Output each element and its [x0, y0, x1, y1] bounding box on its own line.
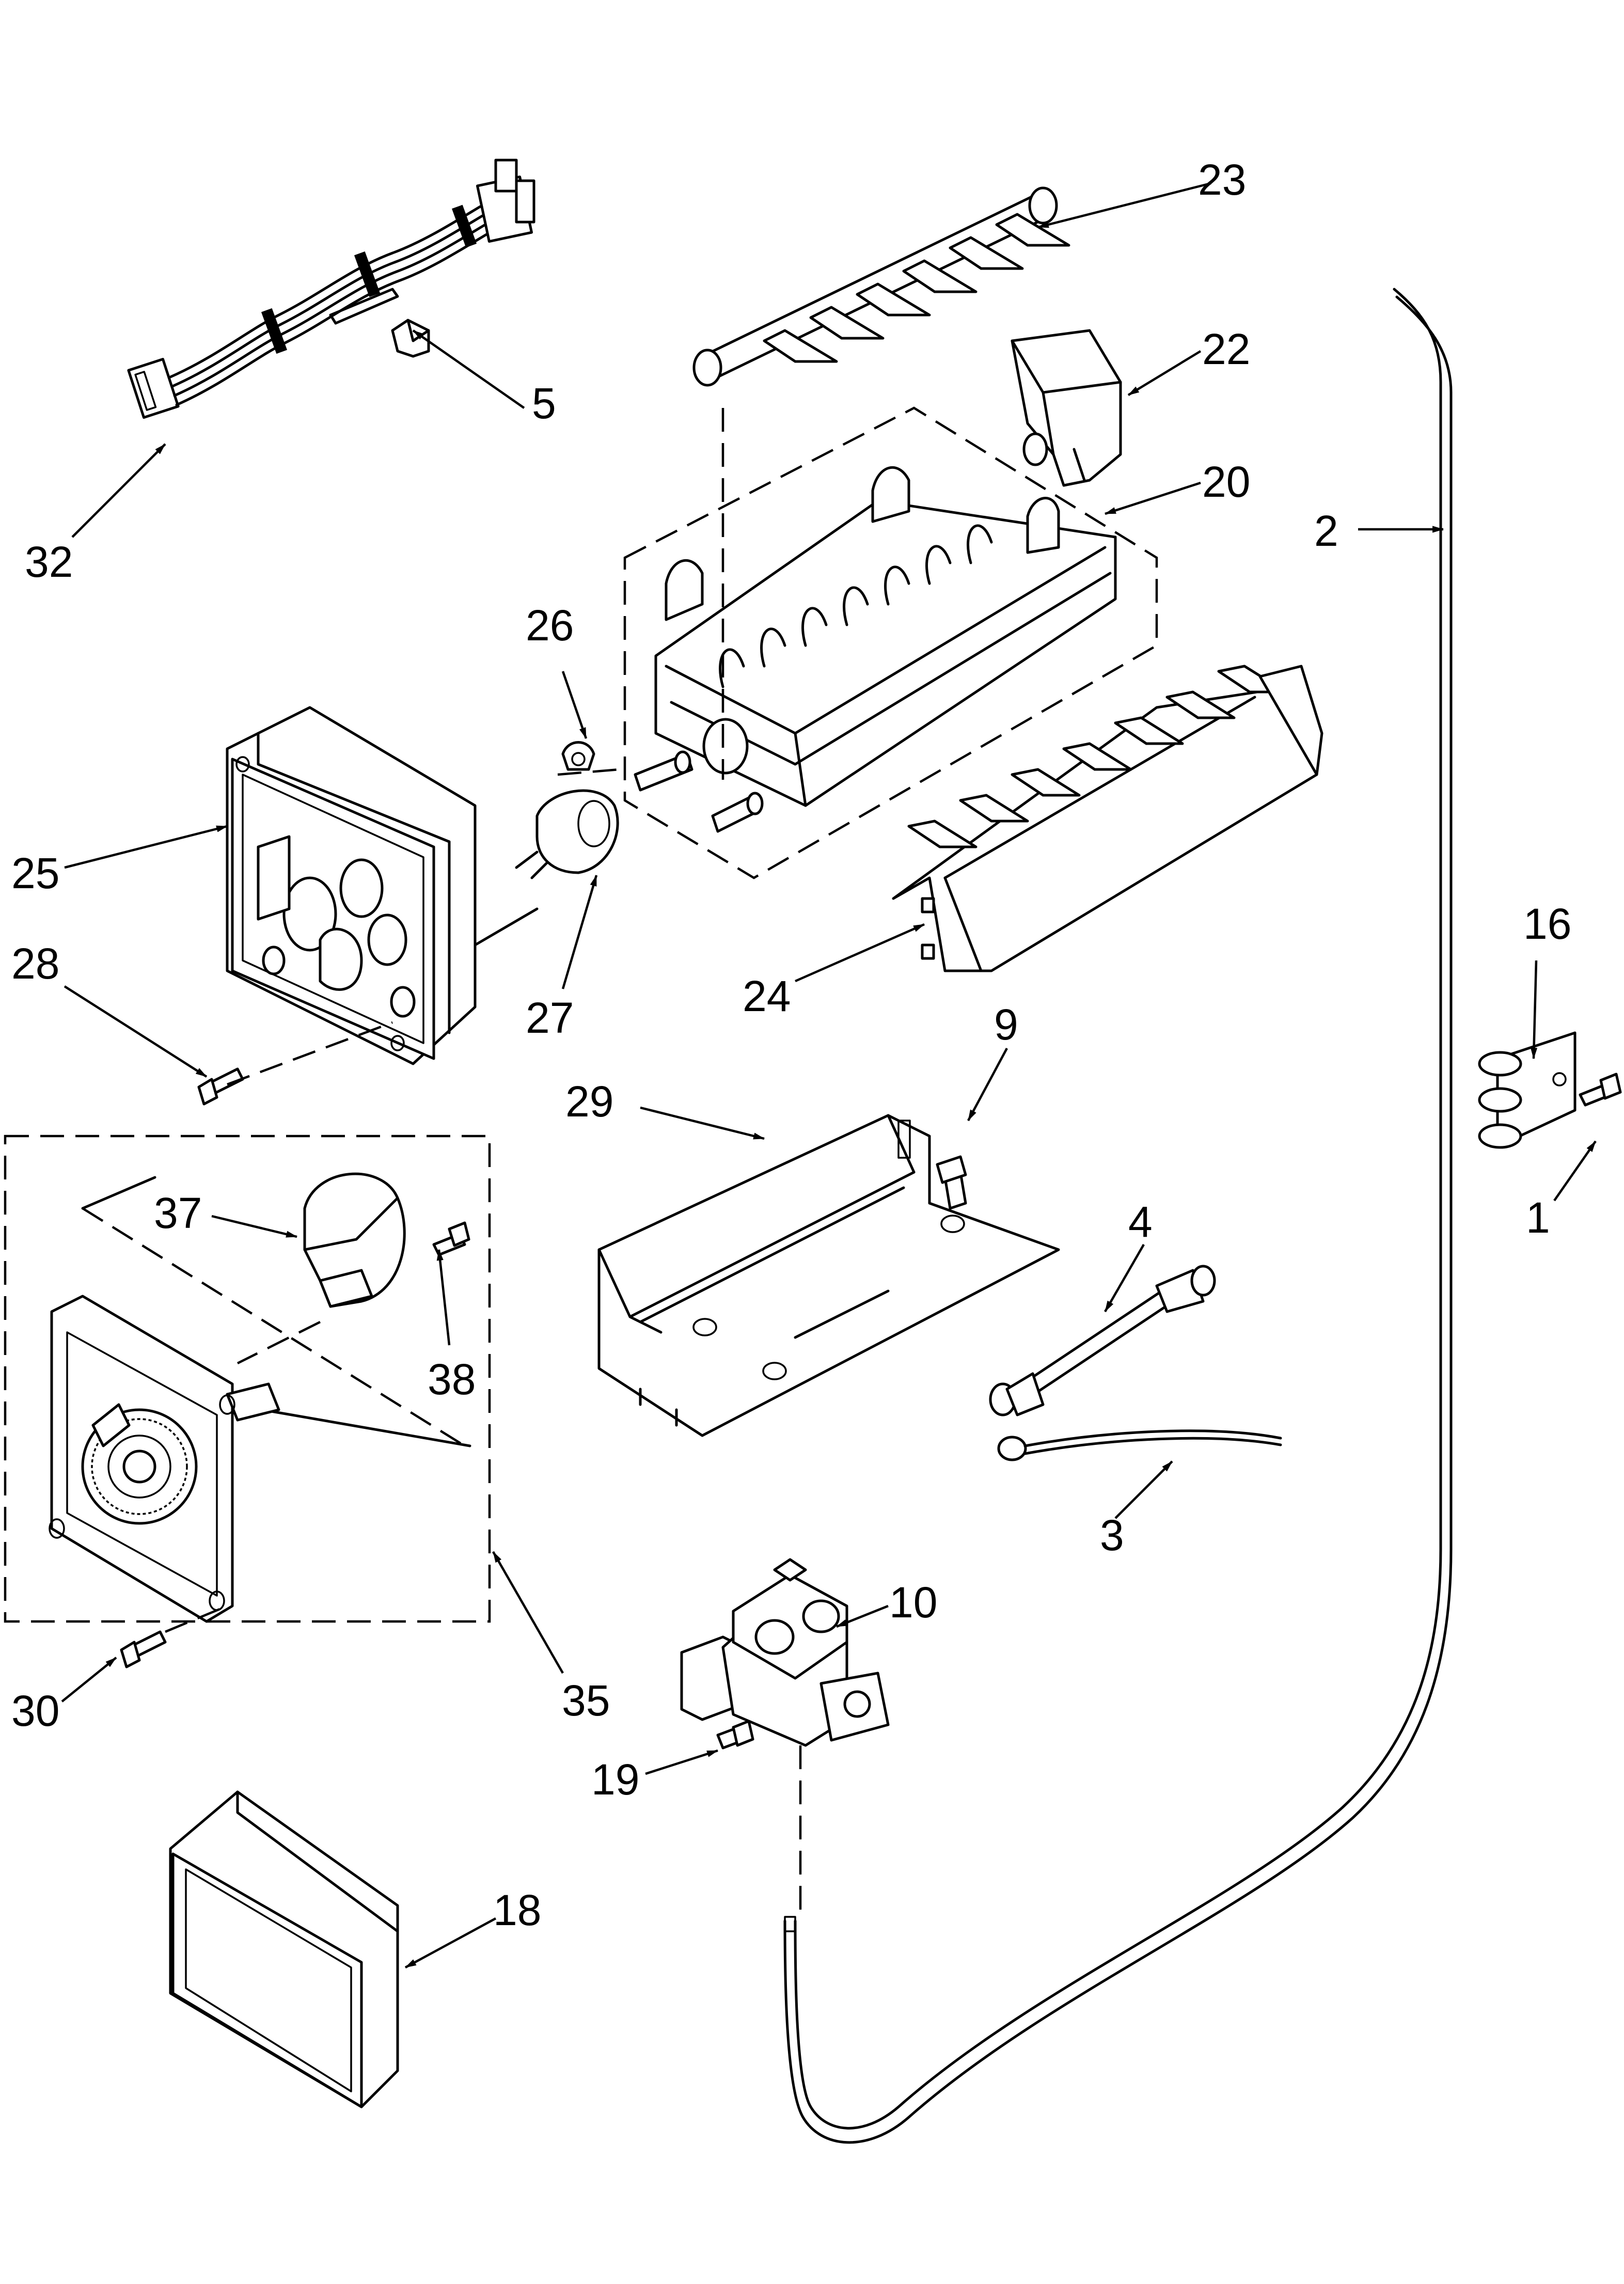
callout-10: 10	[889, 1578, 937, 1627]
screw-part-30	[120, 1630, 167, 1668]
callout-9: 9	[994, 1000, 1018, 1049]
callout-4: 4	[1128, 1198, 1153, 1246]
callout-24: 24	[743, 972, 791, 1020]
callout-28: 28	[11, 939, 59, 988]
callout-19: 19	[591, 1755, 639, 1804]
motor-part-37	[303, 1172, 406, 1308]
callout-29: 29	[565, 1077, 613, 1126]
water-valve-part-10	[680, 1558, 890, 1747]
coupler-part-27	[515, 789, 619, 879]
tube-part-4	[989, 1265, 1216, 1416]
callout-1: 1	[1526, 1193, 1550, 1242]
pad-part-18	[169, 1790, 399, 2108]
callout-32: 32	[25, 538, 73, 586]
callout-5: 5	[532, 379, 556, 428]
fill-cup-part-22	[1011, 329, 1122, 487]
construction-lines	[165, 408, 802, 1911]
callout-25: 25	[11, 849, 59, 897]
callout-3: 3	[1100, 1511, 1124, 1560]
callout-16: 16	[1523, 900, 1571, 948]
fill-tube-part-2	[783, 288, 1453, 2144]
callout-2: 2	[1314, 507, 1338, 555]
screw-part-1	[1579, 1073, 1622, 1107]
callout-30: 30	[11, 1687, 59, 1735]
screw-part-28	[197, 1067, 244, 1106]
shield-part-29	[597, 1114, 1060, 1437]
mold-assembly-part-20	[623, 406, 1158, 879]
bracket-part-16	[1478, 1031, 1576, 1149]
callout-35: 35	[562, 1676, 610, 1725]
callout-23: 23	[1198, 155, 1246, 204]
callout-20: 20	[1202, 458, 1250, 506]
retainer-part-26	[561, 741, 595, 771]
callout-leaders	[61, 182, 1597, 1968]
callout-27: 27	[526, 994, 574, 1042]
wire-harness-part-32	[127, 159, 535, 419]
callout-26: 26	[526, 601, 574, 650]
stripper-part-24	[892, 665, 1323, 972]
tubing-part-3	[997, 1429, 1282, 1461]
screw-part-19	[716, 1720, 754, 1750]
screw-part-9	[936, 1155, 967, 1210]
callout-38: 38	[428, 1355, 476, 1404]
callout-labels: 23 22 20 2 5 32 26 25 28 27 24 29 9 16 1…	[11, 155, 1571, 1934]
ejector-shaft-part-23	[692, 186, 1070, 387]
callout-18: 18	[493, 1886, 541, 1934]
module-assembly-part-35	[4, 1135, 491, 1623]
module-housing-part-25	[226, 706, 477, 1065]
callout-37: 37	[154, 1189, 202, 1237]
callout-22: 22	[1202, 325, 1250, 373]
